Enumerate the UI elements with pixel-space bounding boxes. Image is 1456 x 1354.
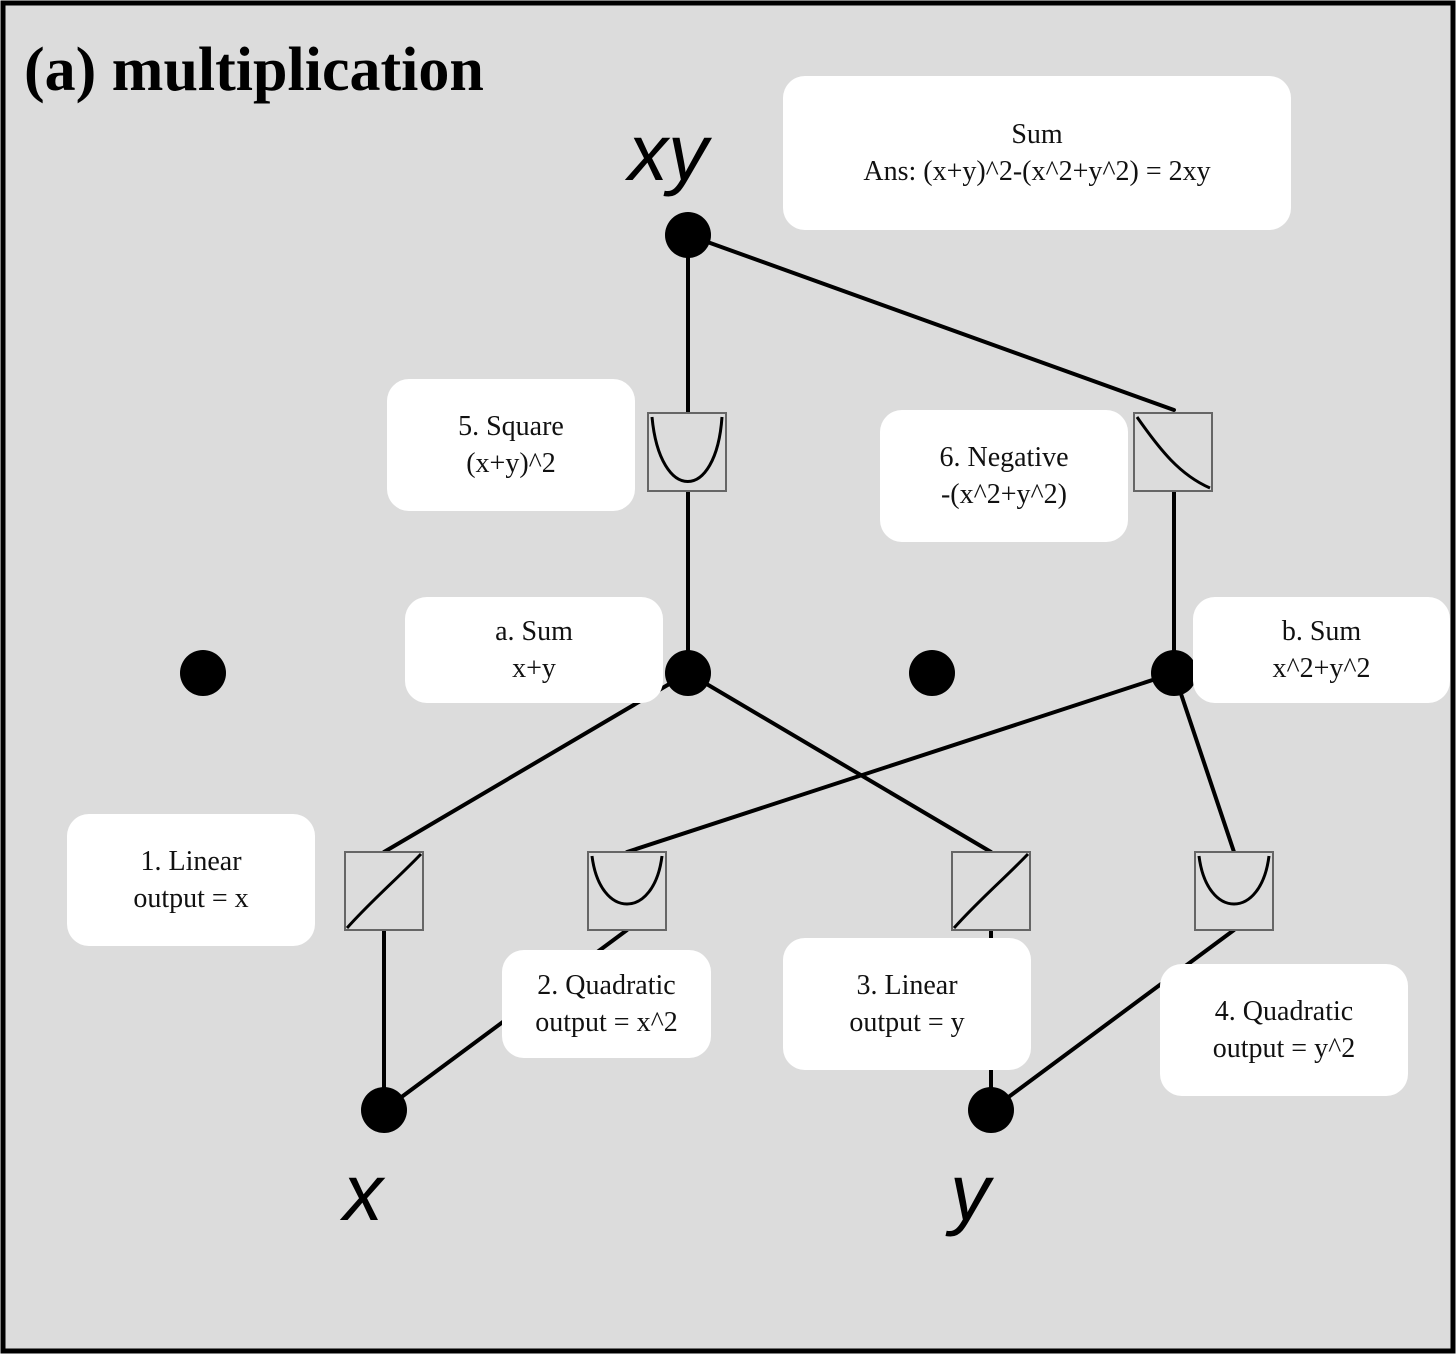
nodes-layer (180, 212, 1197, 1133)
activation-linear-x (344, 851, 424, 931)
output-variable-label: xy (628, 108, 708, 197)
activation-square (647, 412, 727, 492)
activation-negative (1133, 412, 1213, 492)
negative-note: 6. Negative -(x^2+y^2) (880, 410, 1128, 542)
node-hidden-3 (909, 650, 955, 696)
quadratic-x-note: 2. Quadratic output = x^2 (502, 950, 711, 1058)
square-note-formula: (x+y)^2 (466, 448, 556, 479)
activation-quadratic-y (1194, 851, 1274, 931)
quadratic-x-note-title: 2. Quadratic (537, 970, 676, 1001)
sum-a-note: a. Sum x+y (405, 597, 663, 703)
square-note: 5. Square (x+y)^2 (387, 379, 635, 511)
linear-y-note-formula: output = y (849, 1007, 965, 1038)
input-x-label: x (343, 1148, 383, 1237)
diagram-title: (a) multiplication (24, 36, 484, 104)
linear-y-note-title: 3. Linear (856, 970, 958, 1001)
sum-a-note-formula: x+y (512, 653, 556, 684)
node-hidden-a (665, 650, 711, 696)
square-note-title: 5. Square (458, 411, 564, 442)
activation-quadratic-x (587, 851, 667, 931)
node-output-xy (665, 212, 711, 258)
linear-x-note-title: 1. Linear (140, 846, 242, 877)
edge-act4-to-hidden-b (1172, 671, 1236, 854)
activation-linear-y (951, 851, 1031, 931)
node-hidden-b (1151, 650, 1197, 696)
edge-y-to-act4 (989, 928, 1236, 1112)
node-input-y (968, 1087, 1014, 1133)
sum-b-note-formula: x^2+y^2 (1272, 653, 1371, 684)
node-hidden-1 (180, 650, 226, 696)
edge-act3-to-hidden-a (686, 671, 993, 854)
activation-boxes-layer (344, 412, 1274, 931)
linear-x-note-formula: output = x (133, 883, 249, 914)
sum-answer-note: Sum Ans: (x+y)^2-(x^2+y^2) = 2xy (783, 76, 1291, 230)
edges-layer (382, 233, 1236, 1112)
negative-note-title: 6. Negative (939, 442, 1069, 473)
sum-answer-note-formula: Ans: (x+y)^2-(x^2+y^2) = 2xy (863, 156, 1211, 187)
sum-b-note: b. Sum x^2+y^2 (1193, 597, 1450, 703)
quadratic-y-note-title: 4. Quadratic (1214, 996, 1354, 1027)
sum-a-note-title: a. Sum (495, 616, 573, 647)
edge-act2-to-hidden-b (625, 671, 1176, 854)
linear-y-note: 3. Linear output = y (783, 938, 1031, 1070)
node-input-x (361, 1087, 407, 1133)
quadratic-y-note-formula: output = y^2 (1212, 1033, 1356, 1064)
negative-note-formula: -(x^2+y^2) (940, 479, 1068, 510)
quadratic-x-note-formula: output = x^2 (535, 1007, 678, 1038)
input-y-label: y (950, 1148, 990, 1237)
quadratic-y-note: 4. Quadratic output = y^2 (1160, 964, 1408, 1096)
sum-b-note-title: b. Sum (1281, 616, 1362, 647)
linear-x-note: 1. Linear output = x (67, 814, 315, 946)
sum-answer-note-title: Sum (1011, 119, 1063, 150)
edge-act6-to-output (686, 233, 1176, 412)
